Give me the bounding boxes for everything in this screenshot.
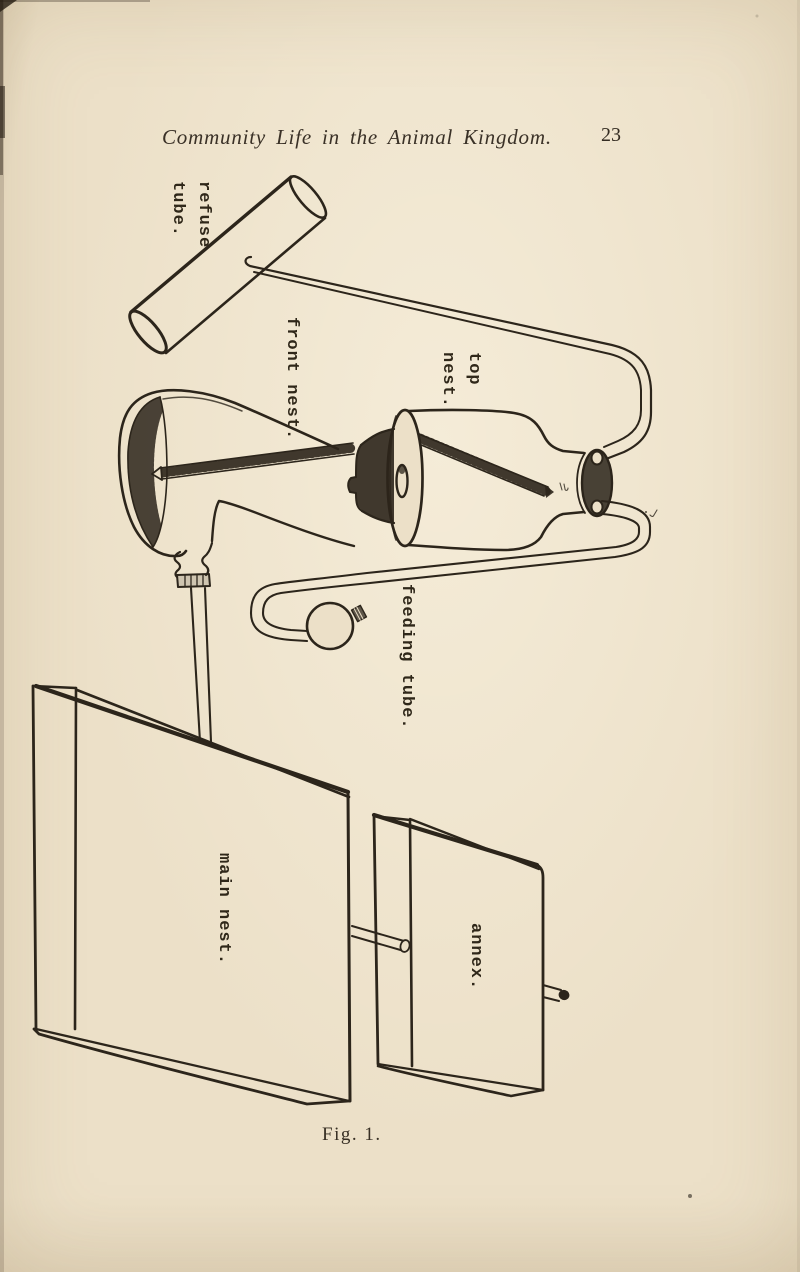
passage-rod-left-drawing [151, 442, 357, 481]
label-top-nest: top nest. [434, 352, 486, 408]
feeding-bulb-drawing [305, 601, 368, 651]
figure-caption: Fig. 1. [322, 1124, 382, 1145]
label-top-nest-line1: top [464, 352, 483, 386]
front-nest-flask-drawing [117, 388, 357, 744]
drop-tube-drawing [189, 586, 213, 744]
label-front-nest: front nest. [282, 317, 301, 441]
tiny-ink-marks [559, 482, 658, 518]
annex-box-drawing [371, 812, 545, 1098]
passage-rod-right-drawing [400, 427, 554, 498]
cork-drawing [576, 448, 614, 518]
label-refuse-tube: refuse tube. [164, 181, 216, 248]
flask-bottom-neck-drawing [173, 541, 214, 588]
running-header-title: Community Life in the Animal Kingdom. [162, 125, 552, 149]
bulb-stopper-drawing [350, 604, 368, 623]
label-top-nest-line2: nest. [438, 352, 457, 409]
label-main-nest: main nest. [214, 853, 233, 966]
main-nest-box-drawing [31, 683, 352, 1106]
main-to-annex-tube-drawing [351, 925, 411, 953]
feeding-tube-drawing [249, 499, 652, 643]
page-number: 23 [601, 124, 621, 146]
annex-exit-stub-drawing [542, 984, 570, 1002]
refuse-to-topnest-tube-drawing [244, 255, 653, 461]
label-annex: annex. [466, 923, 485, 991]
label-feeding-tube: feeding tube. [397, 584, 416, 730]
ribbed-collar-drawing [347, 427, 396, 525]
top-nest-bottle-drawing [386, 408, 586, 552]
refuse-tube-drawing [128, 175, 328, 355]
label-refuse-tube-line2: tube. [168, 181, 187, 238]
label-refuse-tube-line1: refuse [194, 181, 213, 249]
